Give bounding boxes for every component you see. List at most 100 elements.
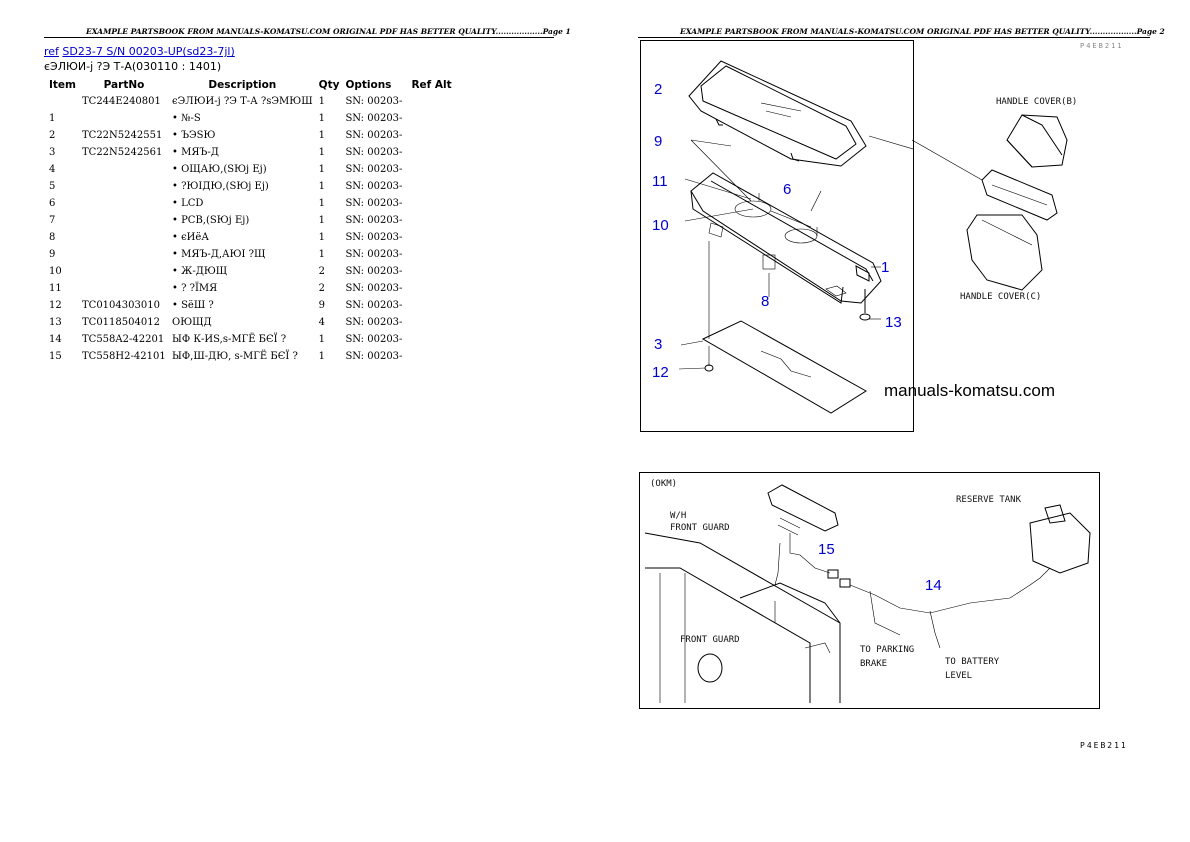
qty-cell: 1 bbox=[318, 198, 326, 209]
label-reserve-tank: RESERVE TANK bbox=[956, 495, 1022, 505]
qty-cell: 1 bbox=[318, 215, 326, 226]
options-cell: SN: 00203- bbox=[345, 164, 403, 175]
options-cell: SN: 00203- bbox=[345, 351, 403, 362]
callout-14: 14 bbox=[925, 577, 942, 594]
description-cell: • МЯЪ-Д,АЮІ ?Щ bbox=[172, 249, 266, 260]
description-cell: ЫФ,Ш-ДЮ, s-МГЁ БЄЇ ? bbox=[172, 351, 298, 362]
qty-cell: 9 bbox=[318, 300, 326, 311]
refalt-cell bbox=[408, 331, 454, 348]
description-cell: • ЪЭЅЮ bbox=[172, 130, 216, 141]
description-cell: • SёШ ? bbox=[172, 300, 214, 311]
label-front-guard: FRONT GUARD bbox=[680, 635, 740, 645]
refalt-cell bbox=[408, 212, 454, 229]
column-header-description: Description bbox=[208, 78, 277, 91]
partno-cell bbox=[79, 280, 169, 297]
options-cell: SN: 00203- bbox=[345, 147, 403, 158]
description-cell: • ОЩАЮ,(SЮј Еј) bbox=[172, 164, 267, 175]
callout-2: 2 bbox=[654, 81, 663, 98]
options-cell: SN: 00203- bbox=[345, 334, 403, 345]
description-cell: ОЮЩД bbox=[172, 317, 212, 328]
page1-header: EXAMPLE PARTSBOOK FROM MANUALS-KOMATSU.C… bbox=[86, 27, 571, 36]
description-cell: • МЯЪ-Д bbox=[172, 147, 219, 158]
partno-cell bbox=[79, 178, 169, 195]
qty-cell: 1 bbox=[318, 147, 326, 158]
item-cell: 4 bbox=[49, 164, 56, 175]
item-cell: 2 bbox=[49, 130, 56, 141]
watermark: manuals-komatsu.com bbox=[884, 381, 1056, 400]
label-to-battery: TO BATTERY bbox=[945, 657, 1000, 667]
item-cell: 7 bbox=[49, 215, 56, 226]
description-cell: • PCB,(SЮј Еј) bbox=[172, 215, 250, 226]
partno-cell bbox=[79, 229, 169, 246]
refalt-cell bbox=[408, 161, 454, 178]
column-header-refalt: Ref Alt bbox=[411, 78, 452, 91]
callout-9: 9 bbox=[654, 133, 663, 150]
options-cell: SN: 00203- bbox=[345, 96, 403, 107]
item-cell: 10 bbox=[49, 266, 62, 277]
options-cell: SN: 00203- bbox=[345, 266, 403, 277]
partno-cell bbox=[79, 246, 169, 263]
label-handle-cover-b: HANDLE COVER(B) bbox=[996, 97, 1078, 107]
callout-12: 12 bbox=[652, 364, 669, 381]
ref-link[interactable]: ref bbox=[44, 45, 59, 58]
refalt-cell bbox=[408, 127, 454, 144]
options-cell: SN: 00203- bbox=[345, 300, 403, 311]
qty-cell: 2 bbox=[318, 283, 326, 294]
model-link[interactable]: SD23-7 S/N 00203-UP(sd23-7jl) bbox=[62, 45, 235, 58]
partno-cell: TC0118504012 bbox=[82, 317, 160, 328]
item-cell: 1 bbox=[49, 113, 56, 124]
parts-table: Item PartNo Description Qty Options Ref … bbox=[44, 76, 455, 365]
item-cell: 11 bbox=[49, 283, 62, 294]
exploded-view-figure: 2 9 11 6 10 1 8 13 3 12 bbox=[640, 40, 914, 432]
refalt-cell bbox=[408, 246, 454, 263]
description-cell: • ?ЮІДЮ,(SЮј Еј) bbox=[172, 181, 269, 192]
options-cell: SN: 00203- bbox=[345, 232, 403, 243]
item-cell: 9 bbox=[49, 249, 56, 260]
table-header-row: Item PartNo Description Qty Options Ref … bbox=[44, 76, 455, 93]
options-cell: SN: 00203- bbox=[345, 113, 403, 124]
description-cell: • №-S bbox=[172, 113, 201, 124]
qty-cell: 1 bbox=[318, 96, 326, 107]
partno-cell: TC558H2-42101 bbox=[82, 351, 166, 362]
column-header-qty: Qty bbox=[318, 78, 340, 91]
description-cell: • Ж-ДЮЩ bbox=[172, 266, 228, 277]
partno-cell: TC22N5242561 bbox=[82, 147, 163, 158]
item-cell: 5 bbox=[49, 181, 56, 192]
label-level: LEVEL bbox=[945, 671, 973, 681]
label-brake: BRAKE bbox=[860, 659, 888, 669]
figure-code: P4EB211 bbox=[1080, 741, 1128, 750]
partno-cell bbox=[79, 161, 169, 178]
description-cell: ЫФ К-ИS,s-МГЁ БЄЇ ? bbox=[172, 334, 287, 345]
callout-13: 13 bbox=[885, 314, 902, 331]
assembly-title: єЭЛЮИ-ј ?Э Т-А(030110 : 1401) bbox=[44, 60, 222, 73]
item-cell: 15 bbox=[49, 351, 62, 362]
item-cell: 12 bbox=[49, 300, 62, 311]
partno-cell: TC558A2-42201 bbox=[82, 334, 165, 345]
partno-cell: TC22N5242551 bbox=[82, 130, 163, 141]
column-header-options: Options bbox=[345, 78, 392, 91]
page2-header: EXAMPLE PARTSBOOK FROM MANUALS-KOMATSU.C… bbox=[680, 27, 1165, 36]
item-cell bbox=[44, 93, 79, 110]
item-cell: 13 bbox=[49, 317, 62, 328]
options-cell: SN: 00203- bbox=[345, 283, 403, 294]
refalt-cell bbox=[408, 93, 454, 110]
options-cell: SN: 00203- bbox=[345, 317, 403, 328]
handle-covers-drawing bbox=[912, 114, 1068, 291]
wiring-figure: (OKM) W/H FRONT GUARD RESERVE TANK FRONT… bbox=[639, 472, 1100, 709]
description-cell: • єИёА bbox=[172, 232, 209, 243]
top-figure-code: P4EB211 bbox=[1080, 42, 1124, 50]
partno-cell: TC244E240801 bbox=[82, 96, 161, 107]
qty-cell: 1 bbox=[318, 351, 326, 362]
